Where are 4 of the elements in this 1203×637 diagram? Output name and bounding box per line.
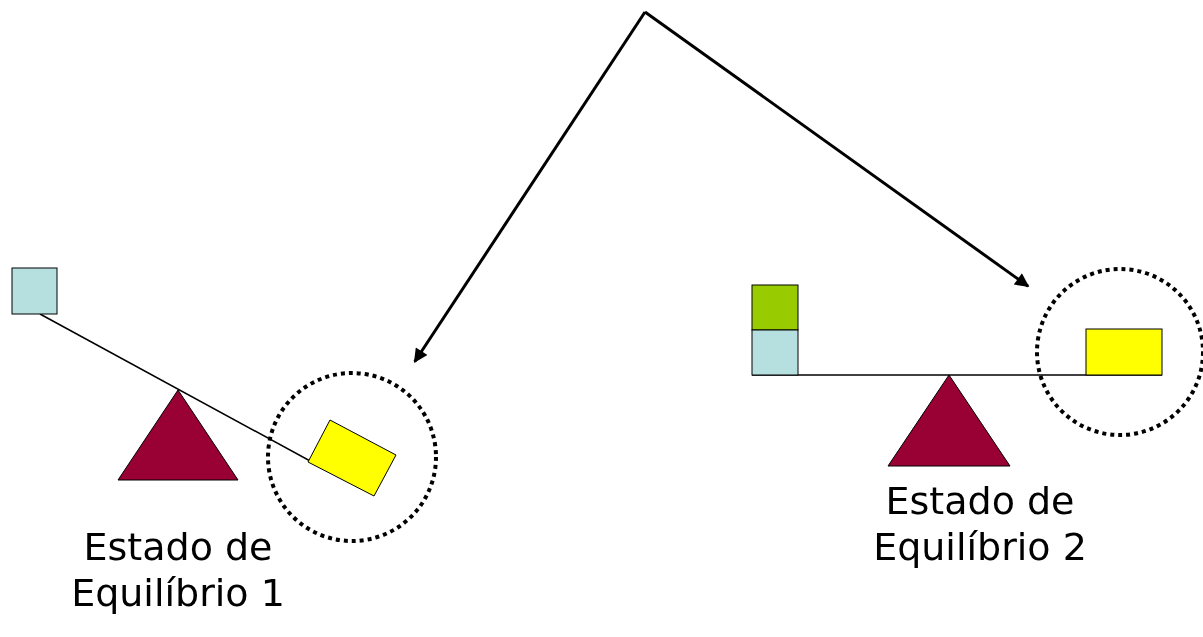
arrow: [413, 11, 647, 363]
state-caption: Estado de Equilíbrio 1: [70, 524, 286, 616]
arrow: [644, 10, 1030, 288]
state-caption: Estado de Equilíbrio 2: [872, 478, 1088, 570]
